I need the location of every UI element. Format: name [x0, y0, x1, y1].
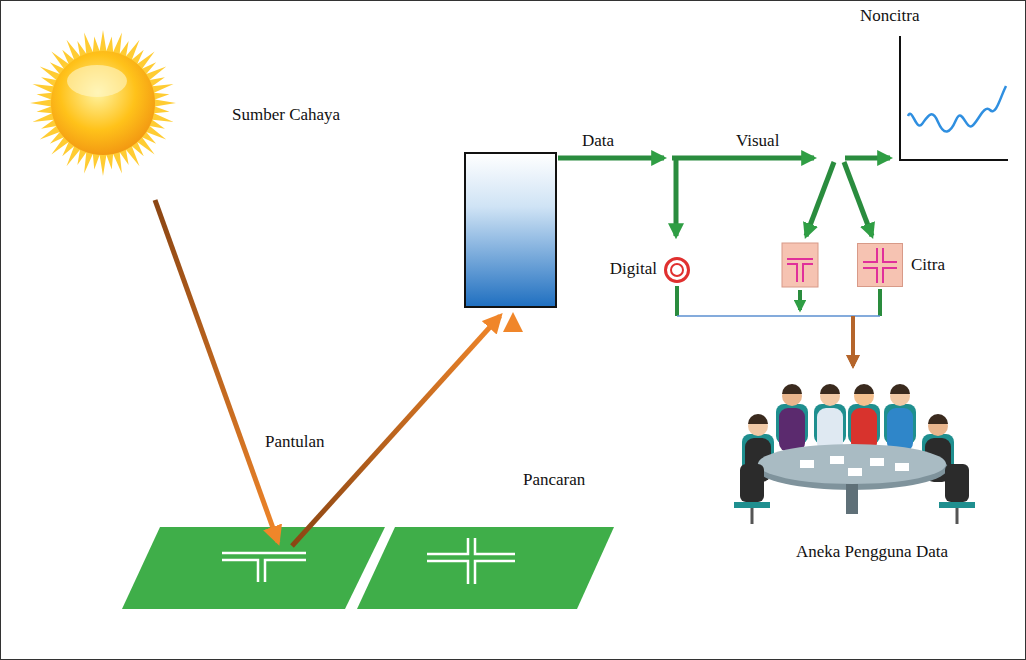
data-users: Aneka Pengguna Data	[730, 368, 980, 533]
light-source-shape	[28, 28, 178, 178]
incoming-ray	[155, 200, 278, 542]
non-image-output-shape	[898, 36, 1008, 164]
flow-label: Pantulan	[265, 432, 325, 452]
data-users-shape	[730, 368, 980, 533]
data-flow-arrow	[558, 158, 890, 236]
digital-output-shape	[663, 256, 691, 284]
light-source: Sumber Cahaya	[28, 28, 178, 178]
digital-output: Digital	[663, 256, 691, 284]
merge-connector	[677, 286, 853, 366]
flow-label: Pancaran	[523, 470, 585, 490]
digital-ring	[666, 259, 689, 282]
ground-plot	[122, 527, 385, 609]
emitted-ray	[511, 316, 516, 548]
image-output: Citra	[857, 243, 903, 287]
chart-axes	[900, 36, 1008, 160]
node-label: Noncitra	[860, 6, 919, 26]
node-label: Digital	[610, 259, 657, 279]
reflected-ray	[292, 316, 500, 546]
flow-label: Data	[582, 131, 614, 151]
image-box	[858, 244, 903, 287]
data-flow-arrow	[798, 290, 802, 310]
image-box	[782, 243, 818, 287]
flow-label: Visual	[736, 131, 779, 151]
node-label: Aneka Pengguna Data	[796, 542, 948, 562]
non-image-output: Noncitra	[898, 36, 1008, 164]
chart-line	[908, 86, 1006, 132]
sun-disc	[51, 51, 155, 155]
node-label: Sumber Cahaya	[232, 105, 340, 125]
node-label: Citra	[911, 255, 945, 275]
digital-ring	[671, 264, 683, 276]
sensor-box	[465, 153, 556, 307]
cross-symbol	[427, 538, 515, 584]
merge-connector	[853, 289, 880, 366]
t-symbol	[222, 553, 306, 582]
t-symbol	[787, 259, 813, 282]
cross-symbol	[863, 248, 897, 283]
meeting-illustration	[734, 384, 975, 524]
ground-plot	[357, 527, 614, 609]
image-output-shape	[857, 243, 903, 287]
sun-rays	[30, 30, 176, 176]
